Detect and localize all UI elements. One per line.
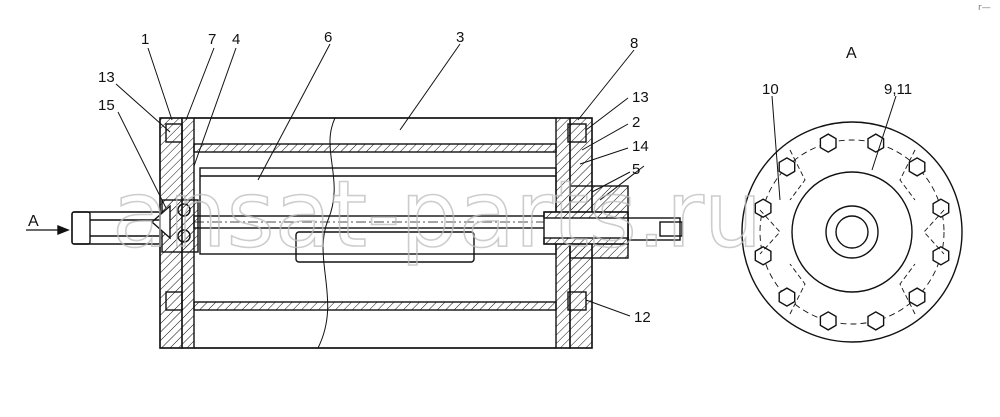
label-3: 3 (456, 29, 464, 46)
bolt-circle (759, 139, 945, 325)
bolt-head (754, 245, 772, 266)
label-8: 8 (630, 35, 638, 52)
inner-chamber (199, 167, 557, 255)
label-15: 15 (98, 97, 115, 114)
position-labels: 1 7 4 6 3 8 13 15 13 2 14 5 12 10 9,11 A… (28, 29, 912, 326)
bolt-head (778, 287, 796, 307)
leader-lines (115, 43, 645, 317)
bolt-head (908, 157, 926, 177)
end-view-a (741, 95, 963, 343)
cut-line (317, 117, 336, 349)
internal-box (295, 231, 475, 263)
corner-mark: r— (978, 3, 991, 13)
bolt-bottom-left (165, 291, 183, 311)
bolt-head (932, 245, 950, 266)
bolt-top-left (165, 123, 183, 143)
label-1: 1 (141, 31, 149, 48)
upper-shell (193, 143, 557, 153)
hub-ring (791, 171, 913, 293)
bolt-head (908, 287, 926, 307)
bolt-head (932, 198, 950, 219)
label-9-11: 9,11 (884, 81, 912, 98)
label-10: 10 (762, 81, 779, 98)
bolt-top-right (567, 123, 587, 143)
label-4: 4 (232, 31, 240, 48)
bolt-head (819, 311, 837, 331)
bolt-head (754, 198, 772, 219)
label-2: 2 (632, 114, 640, 131)
section-view (26, 117, 683, 349)
end-flange-outer (741, 121, 963, 343)
flange-bolts (754, 133, 950, 331)
hub-inner (825, 205, 879, 259)
label-6: 6 (324, 29, 332, 46)
watermark: ansat-parts.ru (112, 161, 762, 268)
left-bearing (177, 203, 191, 217)
bolt-bottom-right (567, 291, 587, 311)
label-13-right: 13 (632, 89, 649, 106)
bolt-head (819, 133, 837, 153)
view-title: A (846, 45, 857, 62)
label-13-left: 13 (98, 69, 115, 86)
label-12: 12 (634, 309, 651, 326)
label-14: 14 (632, 138, 649, 155)
shaft-bore (835, 215, 869, 249)
view-arrow-label: A (28, 213, 39, 230)
label-7: 7 (208, 31, 216, 48)
bolt-head (867, 133, 885, 153)
lower-shell (193, 301, 557, 311)
label-5: 5 (632, 161, 640, 178)
bolt-head (867, 311, 885, 331)
right-axle (627, 217, 681, 241)
bolt-head (778, 157, 796, 177)
